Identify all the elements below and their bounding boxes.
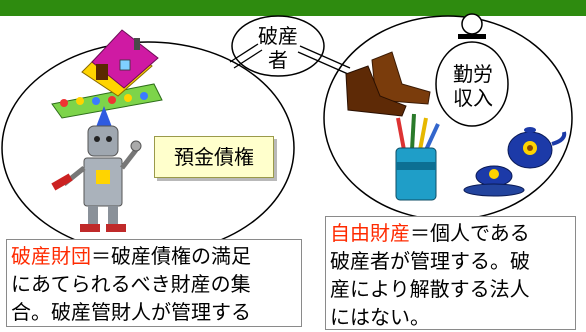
bankrupt-person-label: 破産 者 (246, 24, 310, 72)
free-note-term: 自由財産 (330, 221, 410, 245)
estate-note-line1-rest: ＝破産債権の満足 (91, 244, 251, 268)
labor-income-label-line1: 勤労 (453, 62, 493, 86)
labor-income-label-line2: 収入 (453, 86, 493, 110)
estate-note-term: 破産財団 (11, 244, 91, 268)
pencil-cup-icon (395, 113, 440, 201)
free-note-line3: 産により解散する法人 (330, 277, 530, 301)
free-property-ellipse (323, 15, 573, 221)
estate-note-line2: にあてられるべき財産の集 (11, 272, 251, 296)
connector-right (297, 45, 351, 75)
labor-income-label: 勤労 収入 (438, 62, 508, 110)
estate-note-line1: 破産財団＝破産債権の満足 (11, 242, 297, 270)
labor-income-ellipse (435, 41, 509, 127)
bankrupt-person-label-line1: 破産 (258, 24, 298, 48)
free-property-note: 自由財産＝個人である 破産者が管理する。破 産により解散する法人 にはない。 (325, 216, 576, 330)
top-accent-bar (0, 0, 586, 16)
free-note-line1: 自由財産＝個人である (330, 219, 571, 247)
free-note-line4: にはない。 (330, 305, 430, 329)
free-note-line2: 破産者が管理する。破 (330, 249, 530, 273)
estate-note-line3: 合。破産管財人が管理する (11, 300, 251, 324)
bankruptcy-estate-note: 破産財団＝破産債権の満足 にあてられるべき財産の集 合。破産管財人が管理する (6, 239, 302, 327)
free-note-line1-rest: ＝個人である (410, 221, 530, 245)
boots-icon (345, 51, 431, 117)
connector-left (229, 43, 263, 69)
robot-icon (51, 106, 142, 232)
house-icon (51, 29, 163, 119)
bankrupt-person-label-line2: 者 (268, 48, 288, 72)
deposit-claim-box: 預金債権 (154, 136, 274, 178)
weight-icon (458, 13, 486, 39)
teapot-icon (463, 127, 567, 197)
bankrupt-person-ellipse (231, 15, 325, 77)
